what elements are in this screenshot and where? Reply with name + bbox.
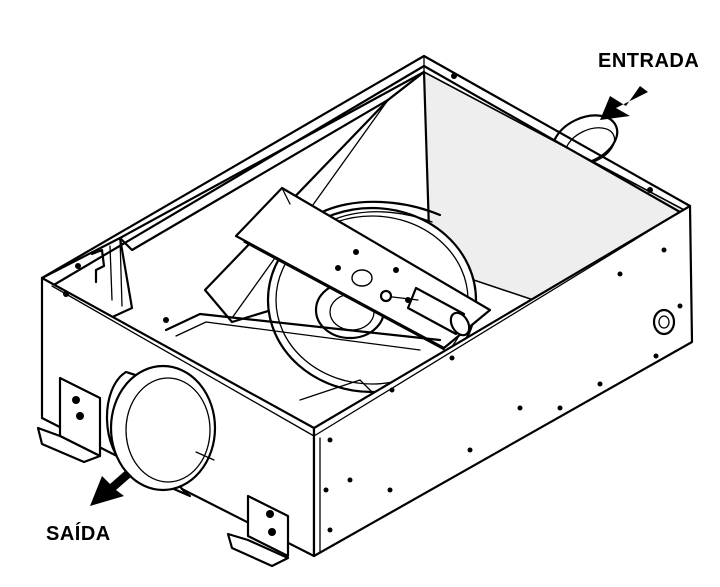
mounting-foot-left	[36, 376, 102, 464]
inner-floor	[164, 312, 442, 401]
top-rim	[40, 54, 692, 288]
inlet-arrow-icon	[600, 86, 648, 120]
outlet-arrow-icon	[90, 470, 132, 506]
mounting-foot-right	[226, 494, 290, 568]
inlet-label: ENTRADA	[598, 50, 700, 72]
front-right-panel	[312, 204, 694, 558]
outlet-label: SAÍDA	[46, 523, 111, 545]
motor-capacitor	[379, 286, 471, 337]
outlet-spigot	[105, 364, 217, 498]
